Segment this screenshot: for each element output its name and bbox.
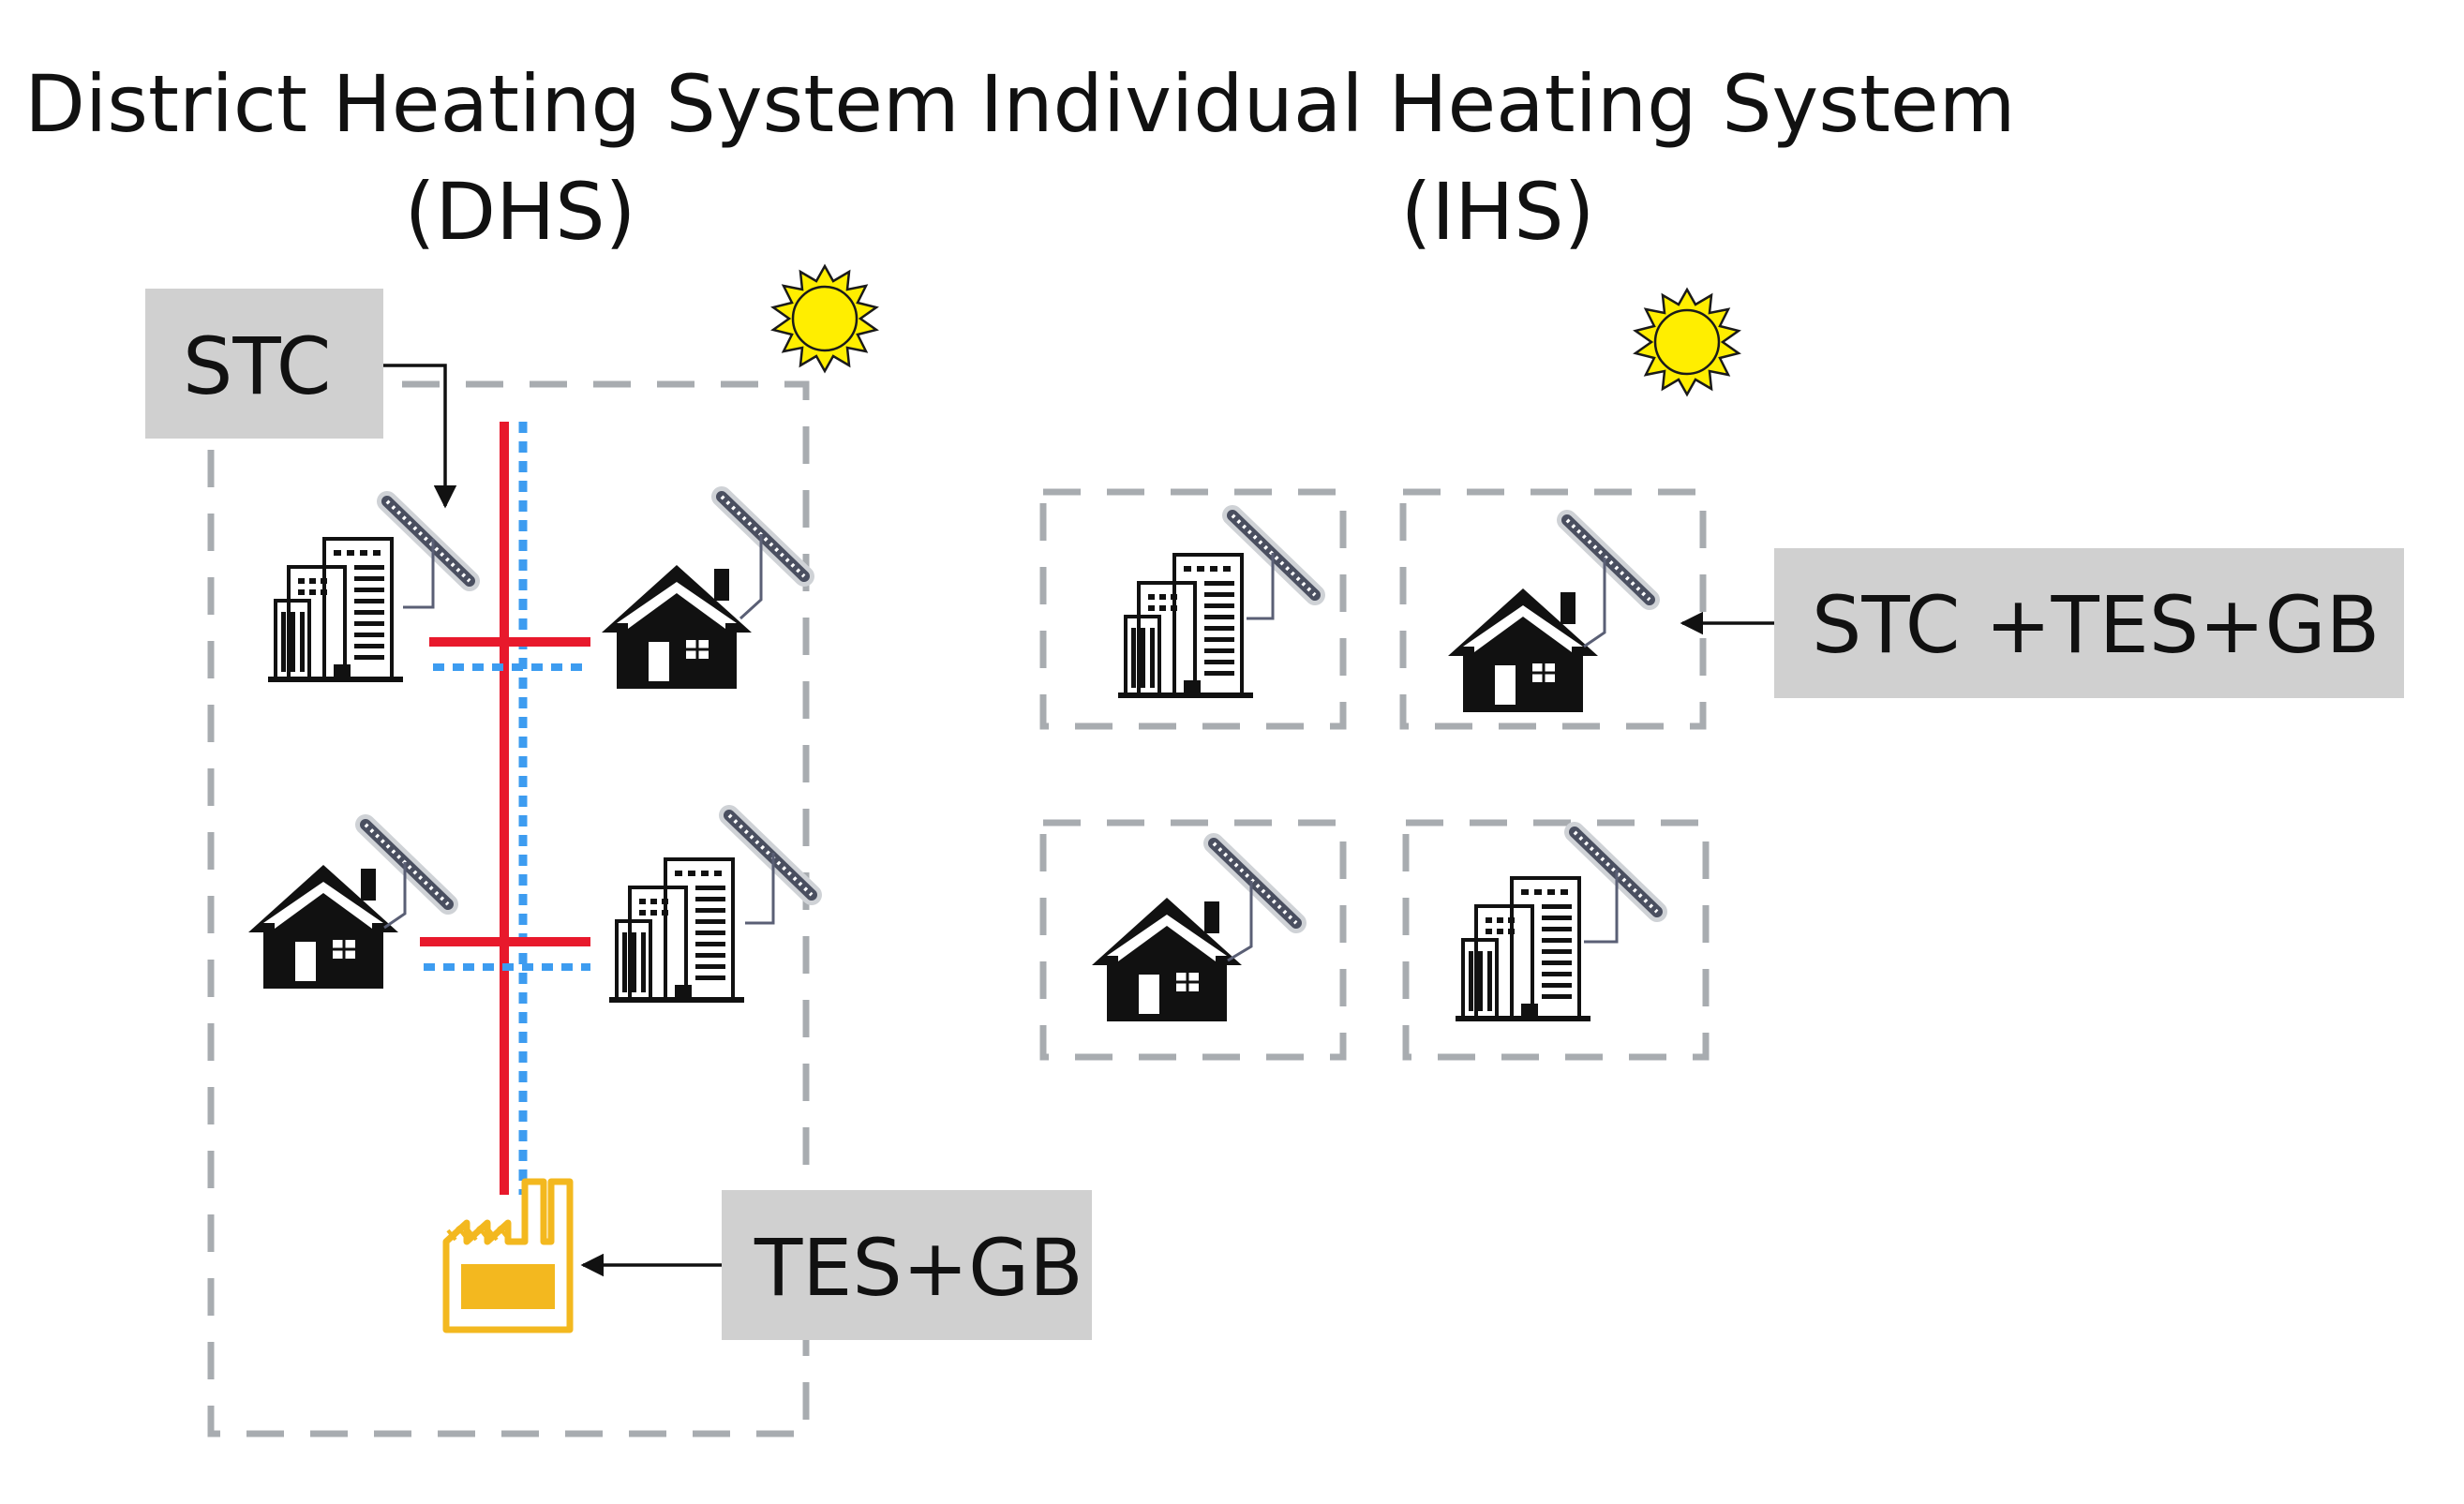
- solar-collector-icon: [1214, 843, 1296, 923]
- ihs-title-line1: Individual Heating System: [980, 58, 2016, 150]
- office-building-icon: [609, 859, 744, 1000]
- house-icon: [246, 863, 400, 990]
- tes-gb-label: TES+GB: [754, 1222, 1083, 1314]
- stc-tes-gb-callout-box: [1774, 548, 2404, 698]
- dhs-boundary: [207, 380, 810, 1437]
- house-icon: [1090, 896, 1244, 1023]
- sun-icon: [1634, 288, 1740, 396]
- solar-collector-icon: [1567, 520, 1650, 600]
- sun-icon: [771, 264, 878, 373]
- ihs-unit-bottom-right: [1402, 819, 1710, 1061]
- dhs-building-bottom-right: [609, 815, 812, 1000]
- solar-collector-icon: [387, 501, 470, 581]
- dhs-pipe-network: [420, 422, 590, 1195]
- ihs-unit-top-right: [1399, 488, 1707, 730]
- dhs-title-line2: (DHS): [405, 166, 636, 258]
- office-building-icon: [1118, 555, 1253, 695]
- stc-tes-gb-label: STC +TES+GB: [1812, 579, 2380, 671]
- dhs-building-top-left: [268, 501, 470, 679]
- solar-collector-icon: [729, 815, 812, 895]
- ihs-unit-top-left: [1039, 488, 1347, 730]
- dhs-building-top-right: [600, 497, 804, 691]
- stc-label: STC: [183, 320, 331, 412]
- solar-collector-icon: [366, 825, 448, 904]
- office-building-icon: [1456, 878, 1590, 1019]
- ihs-unit-bottom-left: [1039, 819, 1347, 1061]
- tes-gb-callout-box: [722, 1190, 1092, 1340]
- house-icon: [600, 563, 754, 691]
- office-building-icon: [268, 539, 403, 679]
- solar-collector-icon: [722, 497, 804, 576]
- stc-callout-box: [145, 289, 383, 439]
- house-icon: [1446, 587, 1600, 714]
- stc-pointer-arrow: [383, 364, 457, 509]
- dhs-title-line1: District Heating System: [24, 58, 960, 150]
- factory-icon: [446, 1182, 570, 1330]
- dhs-building-bottom-left: [246, 825, 448, 990]
- ihs-title-line2: (IHS): [1401, 166, 1595, 258]
